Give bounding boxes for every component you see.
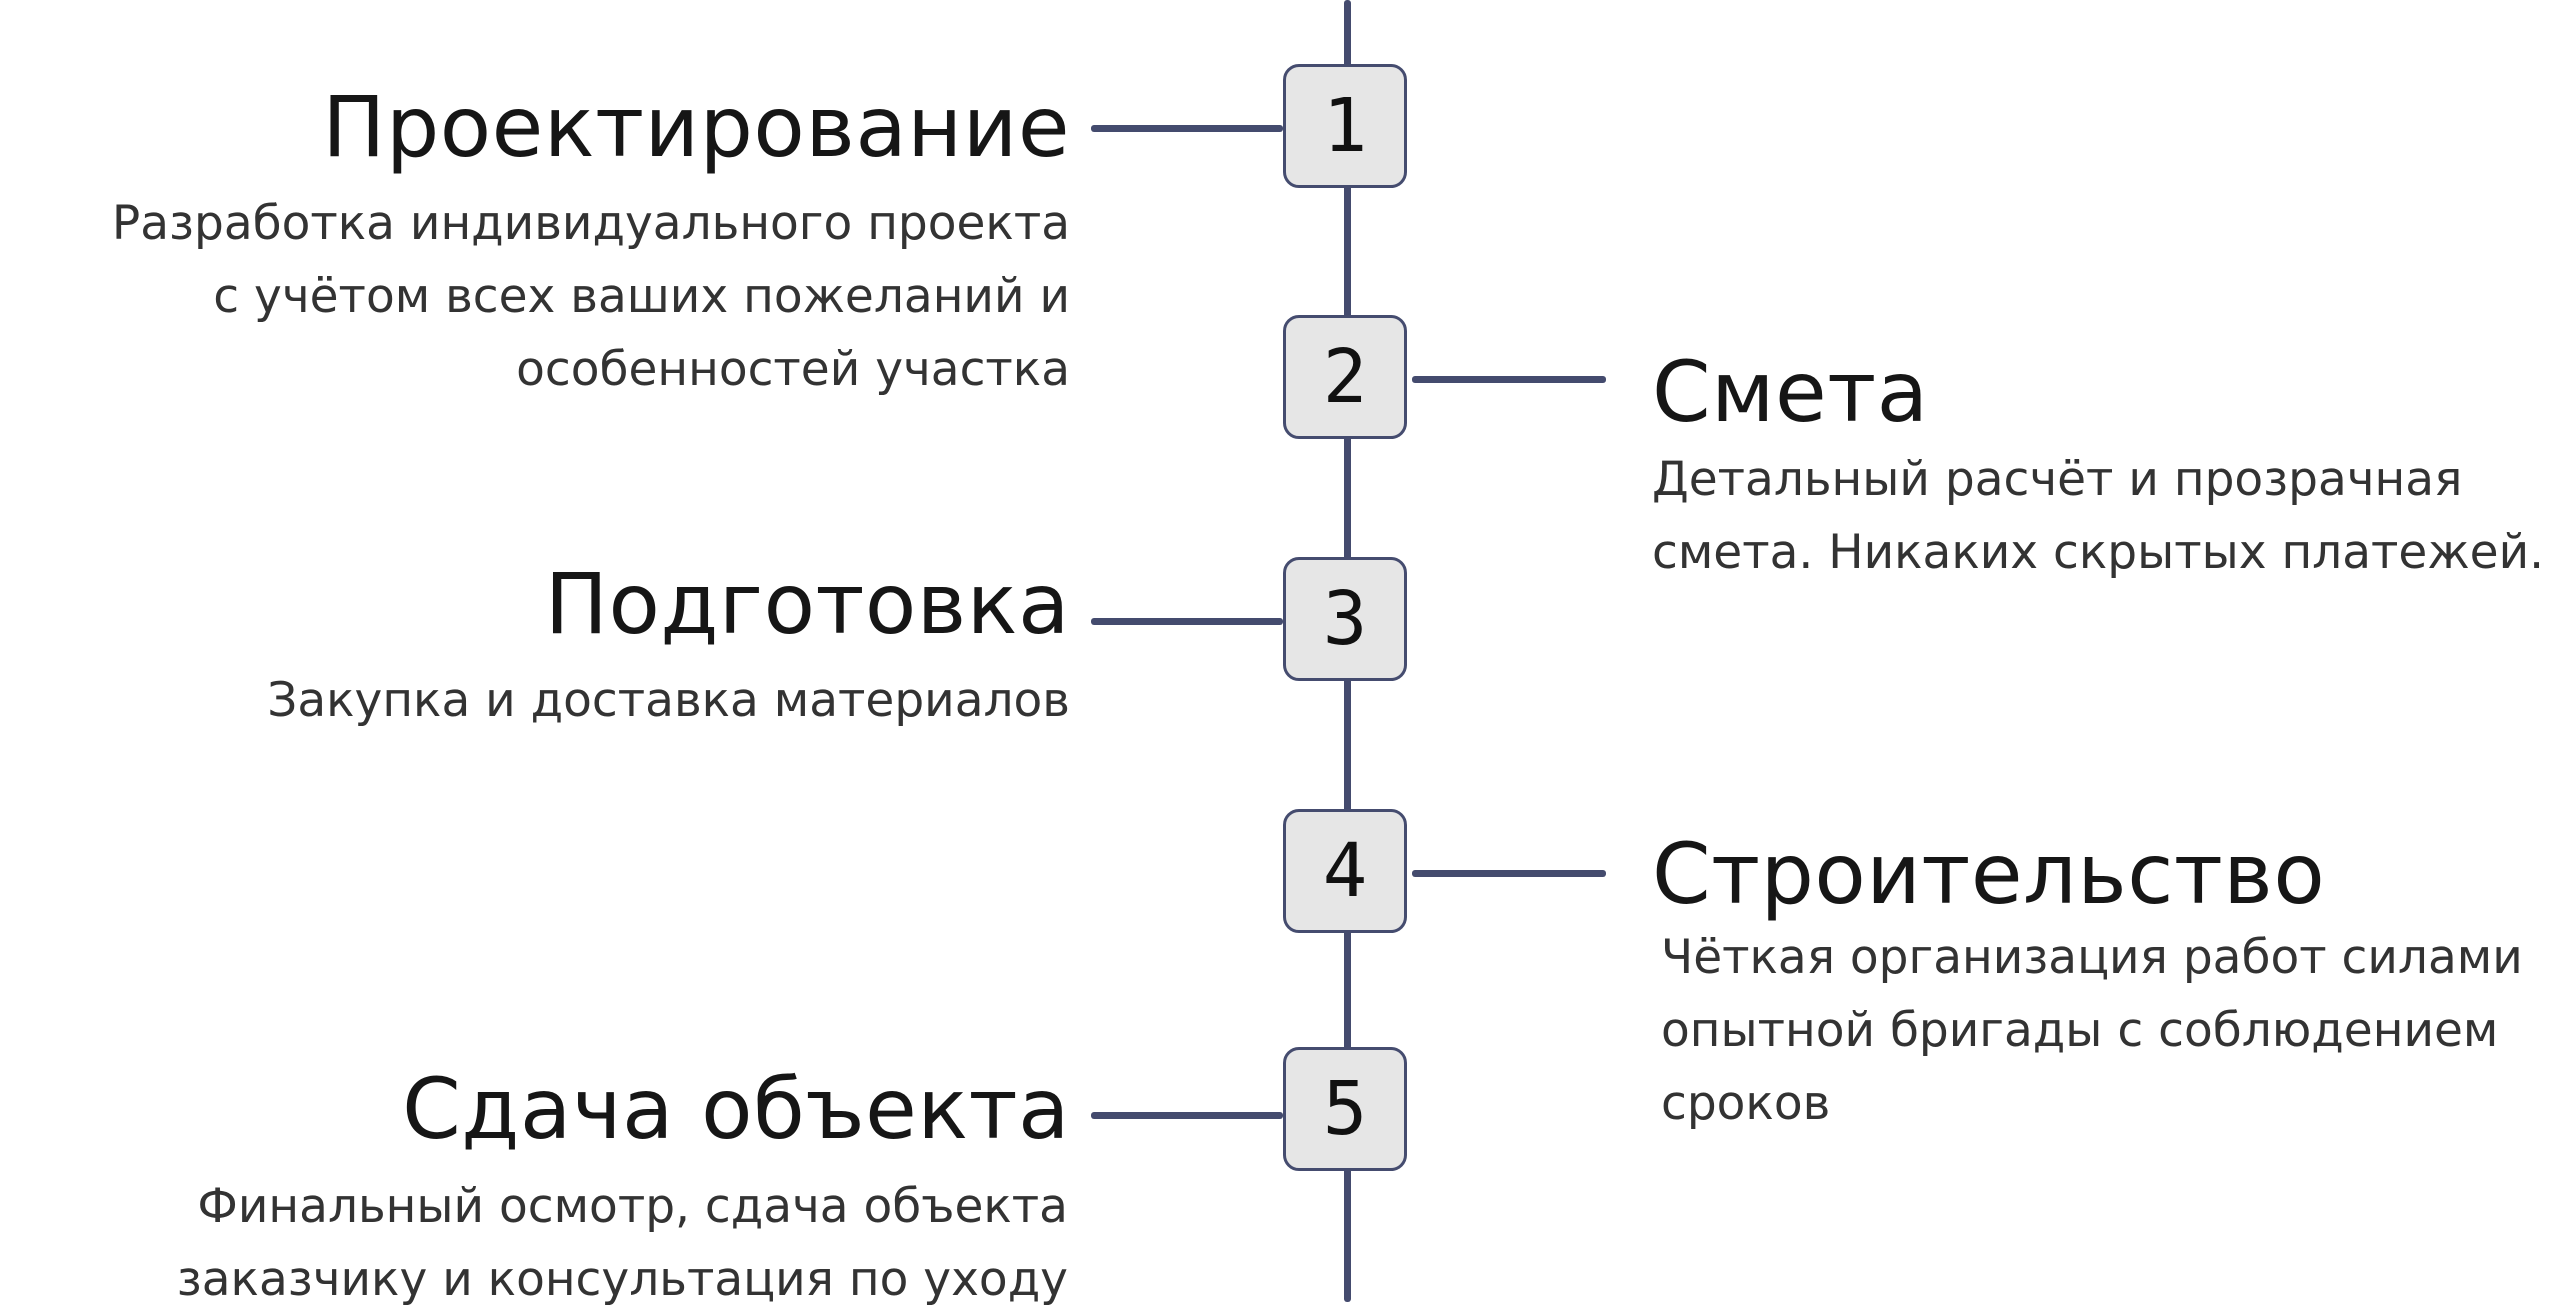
step-3-title: Подготовка xyxy=(544,555,1070,653)
step-2-description: Детальный расчёт и прозрачная смета. Ник… xyxy=(1652,443,2544,589)
step-3-description: Закупка и доставка материалов xyxy=(267,664,1070,737)
step-2-description-line: Детальный расчёт и прозрачная xyxy=(1652,452,2463,507)
step-3-description-line: Закупка и доставка материалов xyxy=(267,673,1070,728)
step-4-connector xyxy=(1412,870,1606,877)
step-1-number-badge: 1 xyxy=(1283,64,1407,188)
step-2-description-line: смета. Никаких скрытых платежей. xyxy=(1652,525,2545,580)
step-2-connector xyxy=(1412,376,1606,383)
step-3-number-badge: 3 xyxy=(1283,557,1407,681)
step-5-description-line: Финальный осмотр, сдача объекта xyxy=(197,1179,1068,1234)
step-4-description-line: Чёткая организация работ силами xyxy=(1661,930,2523,985)
step-1-description-line: Разработка индивидуального проекта xyxy=(111,196,1070,251)
step-4-number-badge: 4 xyxy=(1283,809,1407,933)
step-2-number-badge: 2 xyxy=(1283,315,1407,439)
step-1-description: Разработка индивидуального проекта с учё… xyxy=(112,187,1070,406)
step-1-number: 1 xyxy=(1322,83,1368,169)
step-5-connector xyxy=(1091,1112,1283,1119)
step-4-description: Чёткая организация работ силами опытной … xyxy=(1661,921,2523,1140)
step-5-number-badge: 5 xyxy=(1283,1047,1407,1171)
step-3-number: 3 xyxy=(1322,576,1368,662)
step-1-connector xyxy=(1091,125,1283,132)
step-4-number: 4 xyxy=(1322,828,1368,914)
step-5-number: 5 xyxy=(1322,1066,1368,1152)
step-5-title: Сдача объекта xyxy=(402,1060,1070,1158)
step-3-connector xyxy=(1091,618,1283,625)
step-1-title: Проектирование xyxy=(322,78,1070,176)
step-2-number: 2 xyxy=(1322,334,1368,420)
step-4-title: Строительство xyxy=(1652,825,2326,923)
step-1-description-line: с учётом всех ваших пожеланий и xyxy=(213,269,1070,324)
step-4-description-line: опытной бригады с соблюдением xyxy=(1661,1003,2499,1058)
step-1-description-line: особенностей участка xyxy=(516,342,1070,397)
step-4-description-line: сроков xyxy=(1661,1076,1831,1131)
step-5-description-line: заказчику и консультация по уходу xyxy=(176,1252,1068,1307)
step-2-title: Смета xyxy=(1652,343,1929,441)
step-5-description: Финальный осмотр, сдача объекта заказчик… xyxy=(177,1170,1068,1309)
